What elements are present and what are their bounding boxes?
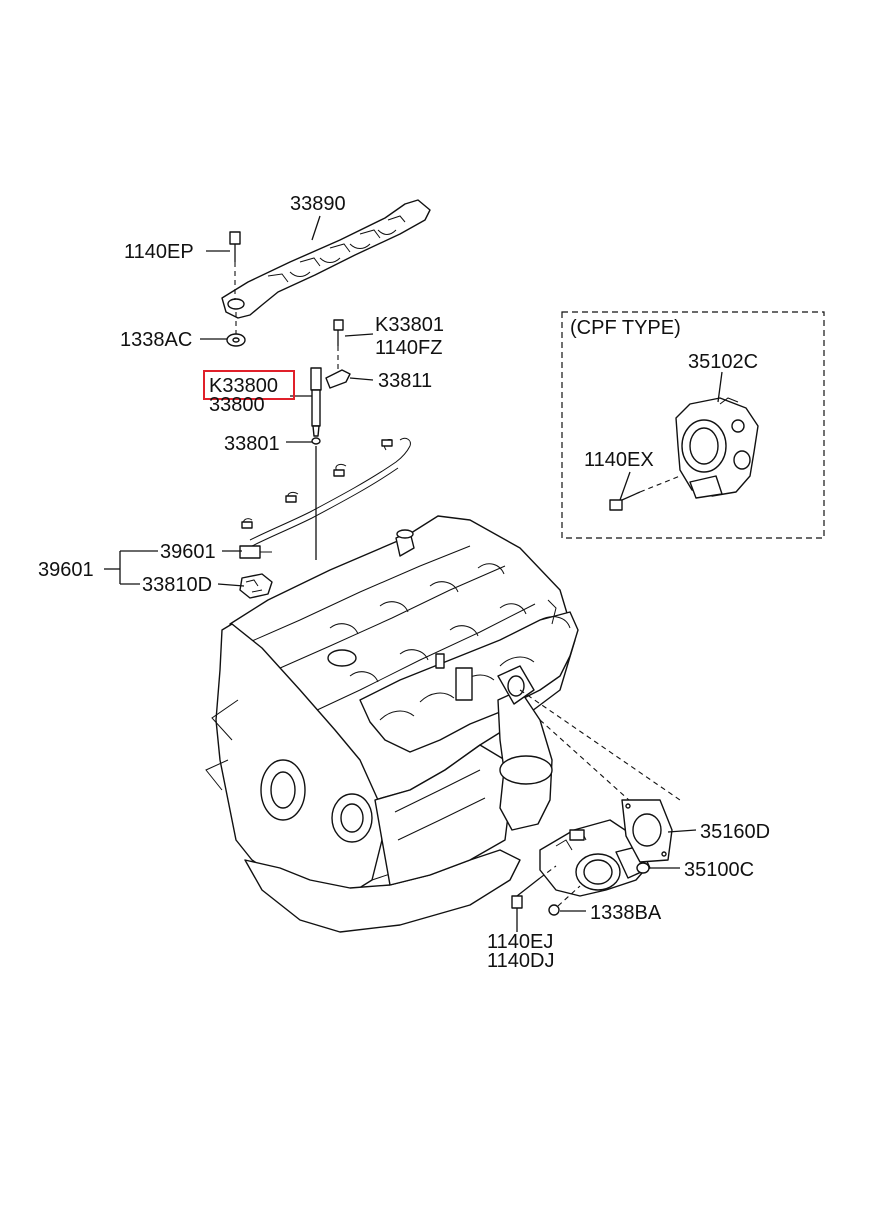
label-1140ep: 1140EP xyxy=(124,241,194,263)
label-39601: 39601 xyxy=(160,541,216,563)
label-33890: 33890 xyxy=(290,193,346,215)
label-33801: 33801 xyxy=(224,433,280,455)
throttle-body-cpf-icon xyxy=(675,397,759,499)
nut-1338ba-icon xyxy=(548,885,581,916)
label-35102c: 35102C xyxy=(688,351,758,373)
label-k33801: K33801 xyxy=(375,314,444,336)
injector-icon xyxy=(310,367,322,560)
label-33811: 33811 xyxy=(378,370,432,392)
wiring-harness-icon xyxy=(239,437,411,559)
label-1338ac: 1338AC xyxy=(120,329,192,351)
bolt-1140ex-icon xyxy=(609,475,681,511)
label-k33800: K33800 xyxy=(209,375,278,397)
label-1140fz: 1140FZ xyxy=(375,337,442,359)
label-39601-group: 39601 xyxy=(38,559,94,581)
label-35100c: 35100C xyxy=(684,859,754,881)
label-33810d: 33810D xyxy=(142,574,212,596)
label-1140dj: 1140DJ xyxy=(487,950,554,972)
leader-lines xyxy=(104,215,723,932)
bolt-k33801-icon xyxy=(333,319,344,372)
label-35160d: 35160D xyxy=(700,821,770,843)
bolt-1140ep-icon xyxy=(229,231,241,300)
injector-cover-icon xyxy=(221,199,431,319)
label-1140ej: 1140EJ xyxy=(487,931,553,953)
gasket-icon xyxy=(621,799,673,863)
washer-1338ac-icon xyxy=(226,312,246,347)
connector-33810d-icon xyxy=(239,573,273,599)
throttle-body-icon xyxy=(539,819,651,897)
cpf-inset-box xyxy=(561,311,825,539)
highlight-k33800-box xyxy=(203,370,295,400)
label-1338ba: 1338BA xyxy=(590,902,662,924)
label-1140ex: 1140EX xyxy=(584,449,654,471)
engine-block-icon xyxy=(205,515,579,933)
label-33800: 33800 xyxy=(209,394,265,416)
clamp-33811-icon xyxy=(325,369,351,389)
label-cpf-type: (CPF TYPE) xyxy=(570,317,681,339)
